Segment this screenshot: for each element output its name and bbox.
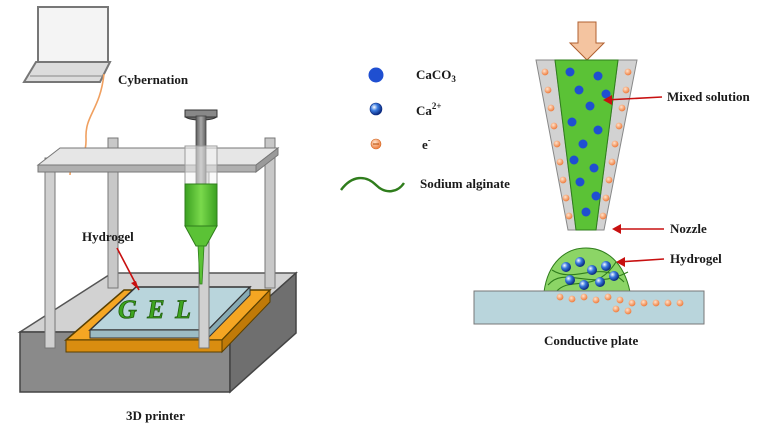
legend-caco3-dot [368,67,384,83]
label-mixed-solution: Mixed solution [667,89,750,104]
gel-print-text: G E L [118,295,193,324]
hydrogel-right-arrow [617,258,665,263]
laptop [22,6,112,83]
label-conductive-plate: Conductive plate [544,333,638,348]
frame-post-front-left [44,157,56,349]
electrons-nozzle [541,68,632,220]
label-hydrogel-right: Hydrogel [670,251,722,266]
mixed-solution-arrow [604,96,663,101]
legend-alginate-wave [340,176,405,193]
laptop-keyboard [22,61,112,83]
syringe-needle [197,245,205,285]
label-nozzle: Nozzle [670,221,707,236]
legend-electron-dot [370,138,382,150]
caco3-particles [565,67,611,217]
frame-post-back-left [107,137,119,289]
syringe-barrel [184,183,218,227]
legend-alginate-label: Sodium alginate [420,176,510,191]
label-hydrogel-left: Hydrogel [82,229,134,244]
flow-arrow [568,21,606,61]
legend-caco3-label: CaCO3 [416,67,456,84]
syringe-barrel-glass [184,145,218,185]
gel-slab [88,285,252,340]
laptop-screen [37,6,109,63]
legend-ca-dot [369,102,383,116]
frame-post-back-right [264,137,276,289]
label-3d-printer: 3D printer [126,408,185,423]
label-cybernation: Cybernation [118,72,189,87]
gantry-beam [36,146,280,174]
conductive-plate [473,290,705,325]
electrons-plate [556,293,684,315]
ca-ions [561,257,619,290]
syringe [184,109,218,285]
legend-electron-label: e- [422,135,431,152]
legend-ca-label: Ca2+ [416,101,442,118]
